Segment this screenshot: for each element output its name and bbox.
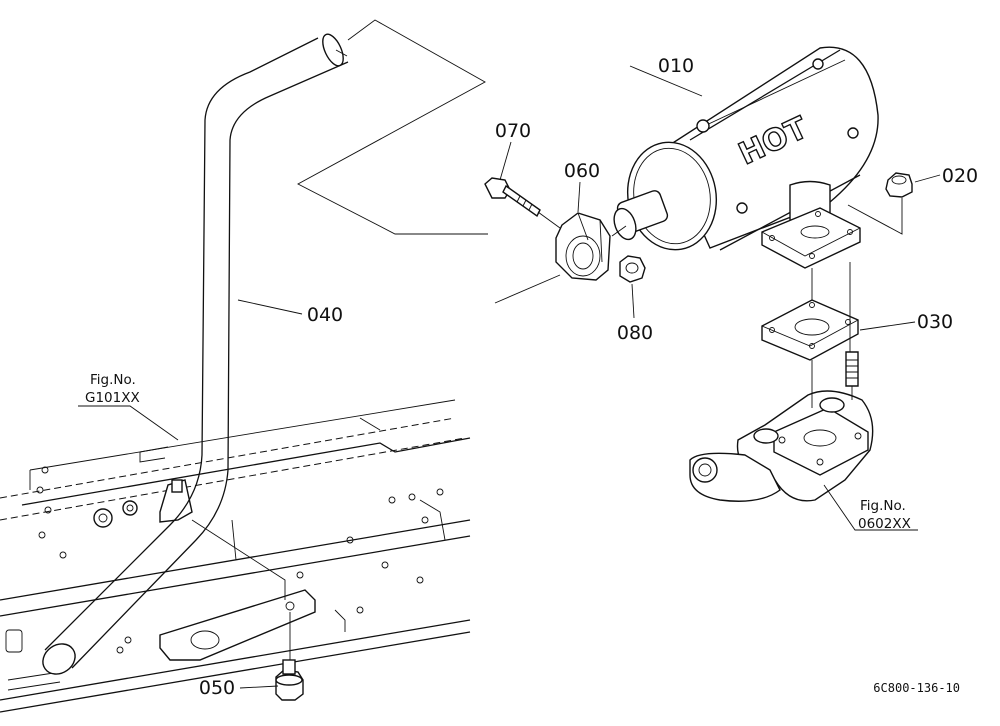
rail-holes [36, 466, 444, 654]
callout-060: 060 [564, 160, 600, 182]
mounting-plate [159, 589, 316, 661]
clamp-nut [619, 255, 646, 283]
callout-050: 050 [199, 677, 235, 699]
callout-040: 040 [307, 304, 343, 326]
fig-ref-manifold-line2: 0602XX [858, 516, 911, 532]
pipe-bracket [159, 479, 193, 523]
fig-ref-manifold: Fig.No. 0602XX [858, 498, 911, 532]
fig-ref-manifold-line1: Fig.No. [860, 498, 906, 514]
callout-030: 030 [917, 311, 953, 333]
frame-rail [0, 399, 471, 713]
fig-ref-frame-line2: G101XX [85, 390, 140, 406]
fig-ref-frame-line1: Fig.No. [90, 372, 136, 388]
assembly-lines [191, 19, 903, 660]
callout-080: 080 [617, 322, 653, 344]
nut [885, 172, 913, 198]
clamp [555, 212, 611, 281]
exhaust-manifold [689, 390, 874, 502]
callout-070: 070 [495, 120, 531, 142]
tail-pipe [42, 33, 349, 675]
leader-lines [78, 65, 941, 689]
drawing-code: 6C800-136-10 [873, 681, 960, 695]
muffler: HOT [613, 46, 879, 269]
rail-nut [93, 500, 138, 528]
clamp-bolt [484, 177, 541, 218]
callout-010: 010 [658, 55, 694, 77]
flange-bolt [275, 659, 304, 701]
fig-ref-frame: Fig.No. G101XX [85, 372, 140, 406]
stud [845, 351, 859, 387]
gasket [761, 299, 859, 361]
callout-020: 020 [942, 165, 978, 187]
